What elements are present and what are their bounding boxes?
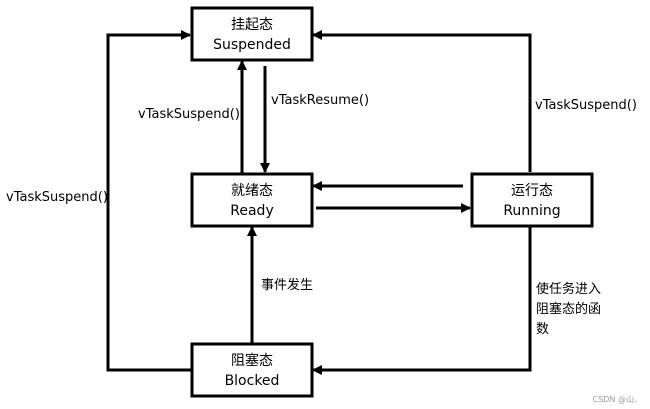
state-blocked: 阻塞态 Blocked — [190, 342, 314, 398]
state-blocked-en: Blocked — [225, 373, 280, 389]
label-running-to-blocked-line2: 阻塞态的函 — [536, 301, 601, 317]
state-running-en: Running — [503, 203, 560, 219]
state-suspended-en: Suspended — [213, 37, 291, 53]
arrow-running-to-blocked — [312, 226, 532, 375]
watermark: CSDN @山、 — [593, 394, 642, 404]
state-ready-cn: 就绪态 — [231, 183, 273, 199]
state-running-cn: 运行态 — [511, 183, 553, 199]
label-ready-to-suspended: vTaskSuspend() — [138, 107, 240, 122]
state-suspended-cn: 挂起态 — [231, 17, 273, 33]
state-blocked-cn: 阻塞态 — [231, 352, 273, 369]
label-running-to-blocked-line1: 使任务进入 — [536, 281, 601, 297]
state-ready-en: Ready — [230, 203, 273, 219]
state-ready: 就绪态 Ready — [190, 172, 314, 228]
label-running-to-suspended: vTaskSuspend() — [535, 98, 637, 113]
state-suspended: 挂起态 Suspended — [190, 6, 314, 62]
label-blocked-to-ready: 事件发生 — [261, 277, 313, 293]
label-running-to-blocked-line3: 数 — [536, 322, 549, 337]
state-running: 运行态 Running — [470, 172, 594, 228]
arrow-blocked-to-suspended — [106, 30, 192, 372]
state-running-box — [470, 172, 594, 228]
label-blocked-to-suspended: vTaskSuspend() — [6, 190, 108, 205]
label-suspended-to-ready: vTaskResume() — [271, 93, 369, 108]
state-suspended-box — [190, 6, 314, 62]
arrow-running-to-suspended — [312, 30, 532, 172]
